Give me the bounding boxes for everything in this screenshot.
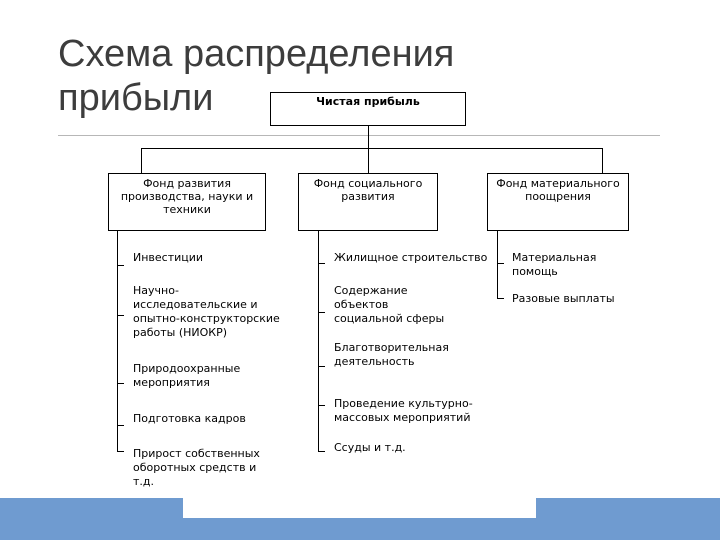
col2-item: Проведение культурно- массовых мероприят…: [334, 397, 473, 424]
slide-title: Схема распределения прибыли: [58, 33, 455, 119]
col2-spine: [318, 231, 319, 451]
fund-material-incentive: Фонд материального поощрения: [487, 173, 629, 231]
horizontal-bus: [141, 148, 602, 149]
col1-item: Научно- исследовательские и опытно-конст…: [133, 284, 280, 339]
col3-item: Материальная помощь: [512, 251, 597, 278]
footer-white-tab: [183, 498, 536, 518]
col1-item: Подготовка кадров: [133, 412, 246, 425]
col2-item: Жилищное строительство: [334, 251, 488, 264]
title-divider: [58, 135, 660, 136]
root-node-net-profit: Чистая прибыль: [270, 92, 466, 126]
col3-spine: [497, 231, 498, 299]
col2-item: Ссуды и т.д.: [334, 441, 406, 454]
col1-tick: [117, 383, 124, 384]
root-connector: [368, 126, 369, 148]
drop-fund-1: [141, 148, 142, 173]
col2-tick: [318, 312, 325, 313]
col2-tick: [318, 366, 325, 367]
col1-tick: [117, 425, 124, 426]
col1-item: Прирост собственных оборотных средств и …: [133, 447, 260, 488]
fund-production-development: Фонд развития производства, науки и техн…: [108, 173, 266, 231]
col3-tick: [497, 263, 504, 264]
col3-tick: [497, 298, 504, 299]
fund-social-development: Фонд социального развития: [298, 173, 438, 231]
drop-fund-2: [368, 148, 369, 173]
col2-item: Благотворительная деятельность: [334, 341, 449, 368]
col2-tick: [318, 451, 325, 452]
col2-item: Содержание объектов социальной сферы: [334, 284, 445, 325]
col1-item: Природоохранные мероприятия: [133, 362, 241, 389]
col3-item: Разовые выплаты: [512, 292, 615, 305]
col1-tick: [117, 451, 124, 452]
col1-item: Инвестиции: [133, 251, 204, 264]
col2-tick: [318, 405, 325, 406]
drop-fund-3: [602, 148, 603, 173]
col1-tick: [117, 315, 124, 316]
col2-tick: [318, 263, 325, 264]
col1-tick: [117, 265, 124, 266]
col1-spine: [117, 231, 118, 451]
